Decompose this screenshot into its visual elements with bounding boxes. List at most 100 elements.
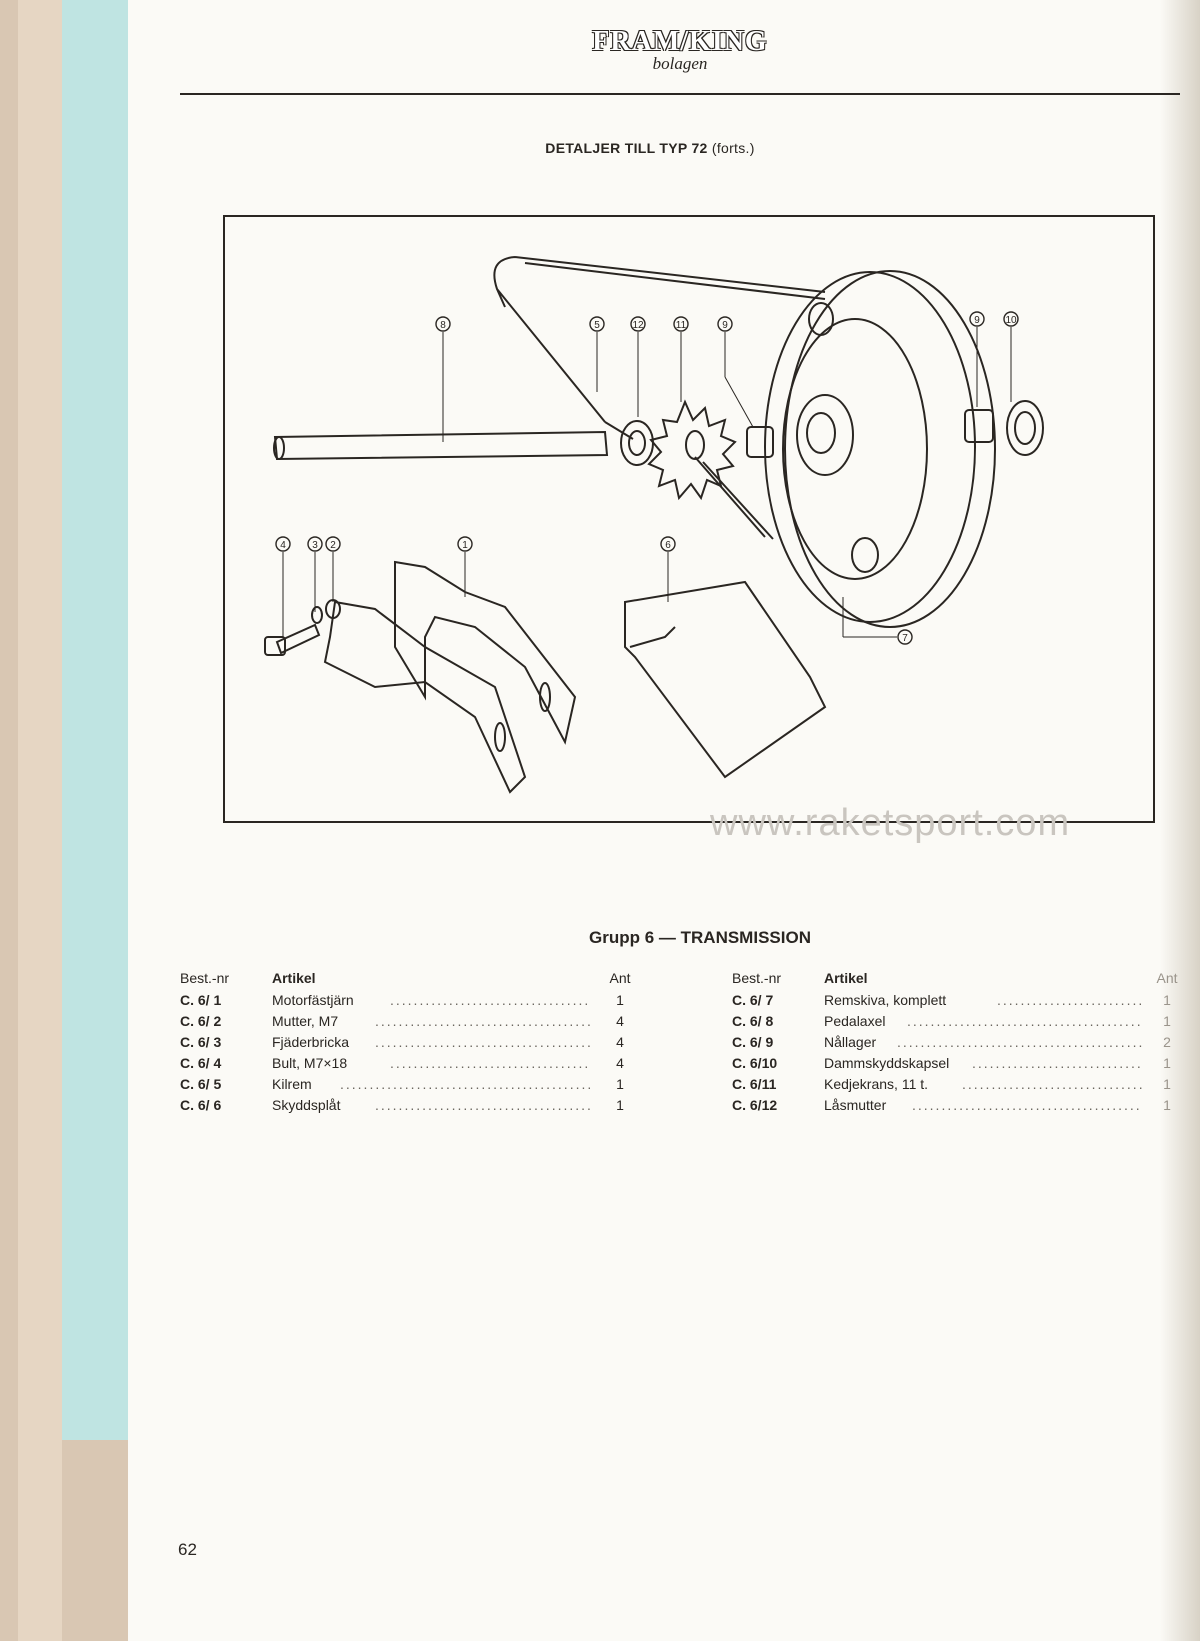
- callout-9a: [717, 316, 733, 332]
- callout-9b-text: 9: [974, 315, 980, 326]
- part-article: Bult, M7×18: [272, 1055, 348, 1071]
- leader-dots: ........................................…: [997, 992, 1142, 1008]
- callout-11-text: 11: [676, 320, 687, 331]
- lock-nut: [620, 420, 654, 466]
- guard-plate: [624, 580, 827, 779]
- callout-10-text: 10: [1005, 315, 1017, 326]
- table-row: C. 6/ 8 Pedalaxel ......................…: [732, 1013, 1192, 1034]
- v-belt: [493, 256, 826, 440]
- leader-dots: ........................................…: [390, 992, 590, 1008]
- callout-7: [897, 629, 913, 645]
- part-quantity: 4: [616, 1013, 624, 1029]
- callout-4-text: 4: [280, 540, 286, 551]
- header-part-number: Best.-nr: [180, 970, 230, 986]
- callout-5: [589, 316, 605, 332]
- page-number: 62: [178, 1540, 197, 1559]
- table-row: C. 6/ 5 Kilrem .........................…: [180, 1076, 640, 1097]
- part-quantity: 1: [616, 1076, 624, 1092]
- part-article: Remskiva, komplett: [824, 992, 947, 1008]
- brand-name: FRAM/KING: [592, 26, 768, 57]
- parts-list-left: Best.-nr Artikel Ant C. 6/ 1 Motorfästjä…: [180, 970, 640, 1118]
- part-quantity: 4: [616, 1055, 624, 1071]
- callout-6-text: 6: [665, 540, 671, 551]
- leader-dots: ........................................…: [375, 1034, 590, 1050]
- part-quantity: 1: [1163, 992, 1171, 1008]
- pulley-hole-bottom: [851, 537, 879, 573]
- brand-logo: FRAM/KING bolagen: [560, 26, 800, 74]
- part-quantity: 4: [616, 1034, 624, 1050]
- part-quantity: 1: [1163, 1076, 1171, 1092]
- table-row: C. 6/ 7 Remskiva, komplett .............…: [732, 992, 1192, 1013]
- part-number: C. 6/ 3: [180, 1034, 222, 1050]
- leader-dots: ........................................…: [340, 1076, 590, 1092]
- callout-2: [325, 536, 341, 552]
- sprocket: [647, 399, 737, 501]
- table-row: C. 6/ 2 Mutter, M7 .....................…: [180, 1013, 640, 1034]
- header-article: Artikel: [272, 970, 316, 986]
- table-row: C. 6/ 3 Fjäderbricka ...................…: [180, 1034, 640, 1055]
- callout-9b: [969, 311, 985, 327]
- v-belt-lower: [694, 456, 774, 540]
- exploded-parts-diagram: 8 5 12 11 9 9 10 4 3 2 1 6 7: [223, 215, 1155, 823]
- parts-header: Best.-nr Artikel Ant: [732, 970, 1192, 992]
- binder-background-inner: [18, 0, 62, 1641]
- leader-dots: ........................................…: [897, 1034, 1142, 1050]
- part-number: C. 6/ 8: [732, 1013, 774, 1029]
- callout-5-text: 5: [594, 320, 600, 331]
- leader-dots: ........................................…: [375, 1097, 590, 1113]
- section-title-main: DETALJER TILL TYP 72: [545, 140, 708, 156]
- parts-list-right: Best.-nr Artikel Ant C. 6/ 7 Remskiva, k…: [732, 970, 1192, 1118]
- table-row: C. 6/ 1 Motorfästjärn ..................…: [180, 992, 640, 1013]
- callout-8: [435, 316, 451, 332]
- table-row: C. 6/ 4 Bult, M7×18 ....................…: [180, 1055, 640, 1076]
- callout-11: [673, 316, 689, 332]
- callout-1-text: 1: [462, 540, 468, 551]
- part-quantity: 1: [1163, 1097, 1171, 1113]
- part-quantity: 1: [616, 1097, 624, 1113]
- part-number: C. 6/ 2: [180, 1013, 222, 1029]
- leader-dots: ........................................…: [390, 1055, 590, 1071]
- axle-end: [273, 436, 285, 460]
- diagram-drawing: 8 5 12 11 9 9 10 4 3 2 1 6 7: [264, 256, 1044, 794]
- callout-10: [1003, 311, 1019, 327]
- part-article: Skyddsplåt: [272, 1097, 341, 1113]
- header-quantity: Ant: [1156, 970, 1178, 986]
- part-quantity: 1: [1163, 1013, 1171, 1029]
- page-edge-shadow: [1160, 0, 1200, 1641]
- spring-washer: [311, 606, 323, 624]
- callout-3-text: 3: [312, 540, 318, 551]
- pulley-hub: [796, 394, 854, 476]
- leader-dots: ........................................…: [912, 1097, 1142, 1113]
- section-title-suffix: (forts.): [711, 140, 755, 156]
- needle-bearing-left: [746, 426, 774, 458]
- needle-bearing-right: [964, 409, 994, 443]
- table-row: C. 6/11 Kedjekrans, 11 t. ..............…: [732, 1076, 1192, 1097]
- callout-labels: 8 5 12 11 9 9 10 4 3 2 1 6 7: [275, 311, 1019, 645]
- part-quantity: 1: [1163, 1055, 1171, 1071]
- callout-3: [307, 536, 323, 552]
- callout-9a-text: 9: [722, 320, 728, 331]
- brand-subtitle: bolagen: [652, 54, 708, 73]
- table-row: C. 6/10 Dammskyddskapsel ...............…: [732, 1055, 1192, 1076]
- callout-4: [275, 536, 291, 552]
- callout-6: [660, 536, 676, 552]
- watermark: www.raketsport.com: [710, 802, 1071, 844]
- pulley-rim: [784, 270, 996, 628]
- callout-1: [457, 536, 473, 552]
- part-number: C. 6/ 6: [180, 1097, 222, 1113]
- part-article: Fjäderbricka: [272, 1034, 350, 1050]
- group-title: Grupp 6 — TRANSMISSION: [589, 928, 811, 947]
- header-article: Artikel: [824, 970, 868, 986]
- callout-2-text: 2: [330, 540, 336, 551]
- part-article: Dammskyddskapsel: [824, 1055, 950, 1071]
- callout-7-text: 7: [902, 633, 908, 644]
- part-number: C. 6/10: [732, 1055, 778, 1071]
- part-article: Mutter, M7: [272, 1013, 339, 1029]
- motor-bracket: [394, 560, 577, 745]
- part-quantity: 2: [1163, 1034, 1171, 1050]
- table-row: C. 6/12 Låsmutter ......................…: [732, 1097, 1192, 1118]
- leader-dots: ........................................…: [375, 1013, 590, 1029]
- leader-dots: ........................................…: [907, 1013, 1142, 1029]
- header-quantity: Ant: [609, 970, 631, 986]
- parts-header: Best.-nr Artikel Ant: [180, 970, 640, 992]
